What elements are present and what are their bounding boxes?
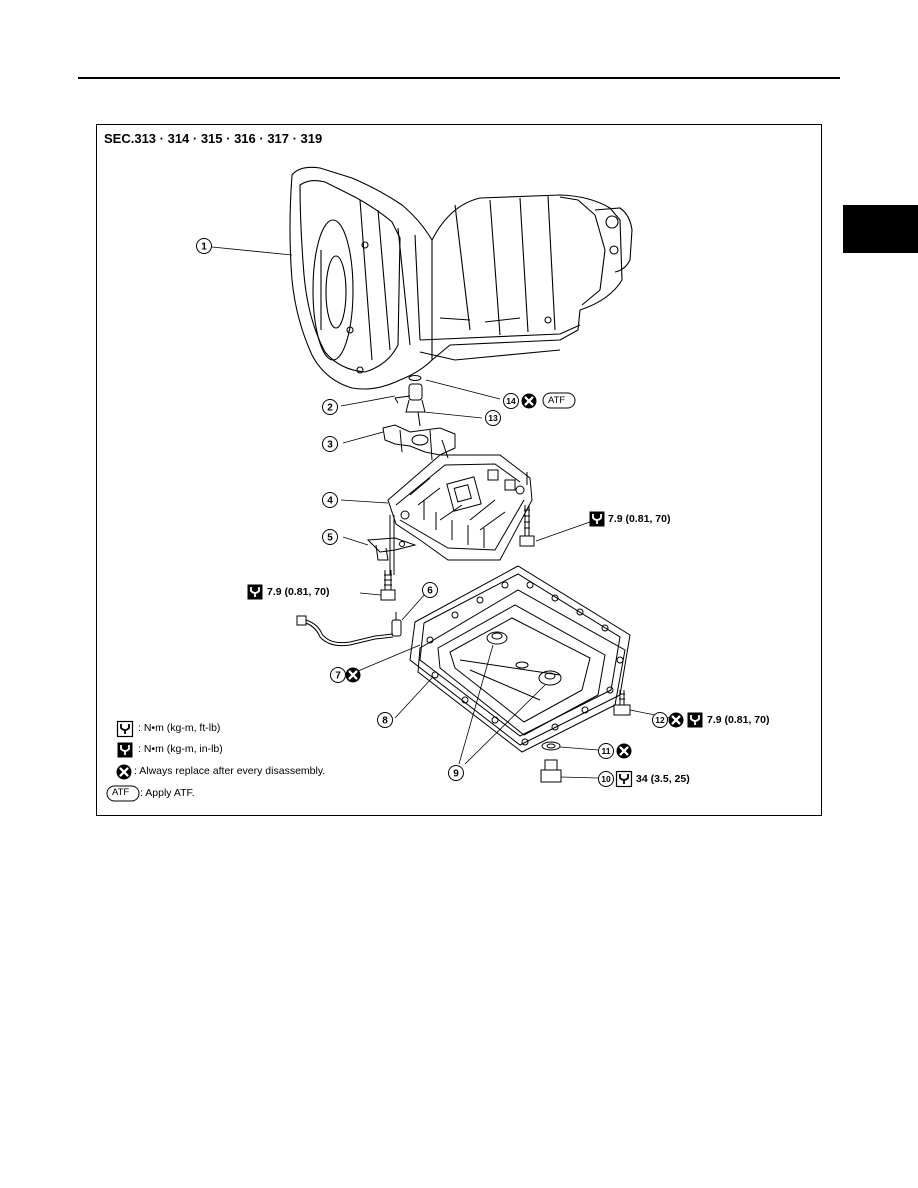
terminal-cord-assembly [394,375,426,427]
callout-circle-7 [330,667,346,683]
torque-label-10: 34 (3.5, 25) [636,773,690,785]
replace-x-icon-14 [520,392,538,410]
callout-1: 1 [201,242,207,253]
legend-atf-badge-shape [106,785,140,802]
drain-plug-gasket [541,741,561,751]
legend-in-lb: : N•m (kg-m, in-lb) [138,743,223,755]
callout-circle-2 [322,399,338,415]
callout-3: 3 [327,440,333,451]
callout-10: 10 [601,774,611,784]
callout-7: 7 [335,671,341,682]
torque-label-5: 7.9 (0.81, 70) [267,586,330,598]
torque-label-4: 7.9 (0.81, 70) [608,513,671,525]
legend-replace-icon [115,763,133,781]
oil-pan-bolt [613,690,631,716]
legend-atf: : Apply ATF. [140,787,195,799]
header-rule [78,77,840,79]
callout-circle-13 [485,410,501,426]
section-title: SEC.313 · 314 · 315 · 316 · 317 · 319 [104,131,323,146]
callout-8: 8 [382,716,388,727]
callout-4: 4 [327,496,333,507]
legend-atf-badge-text: ATF [112,787,130,798]
callout-6: 6 [427,586,433,597]
section-tab [843,205,918,253]
bracket [366,515,417,575]
atf-badge-text: ATF [548,395,566,406]
callout-circle-4 [322,492,338,508]
callout-circle-11 [598,743,614,759]
callout-11: 11 [602,746,611,756]
callout-circle-6 [422,582,438,598]
torque-label-12: 7.9 (0.81, 70) [707,714,770,726]
torque-in-lb-icon-5 [246,583,264,601]
legend-ft-lb: : N•m (kg-m, ft-lb) [138,722,221,734]
replace-x-icon-7 [344,666,362,684]
callout-circle-14 [503,393,519,409]
replace-x-icon-11 [615,742,633,760]
callout-circle-10 [598,771,614,787]
oil-pan-gasket [409,565,631,746]
legend-torque-ft-lb-icon [116,720,134,738]
oil-pan [417,581,626,753]
callout-5: 5 [327,533,333,544]
callout-circle-12 [652,712,668,728]
torque-ft-lb-icon-10 [615,770,633,788]
callout-circles [196,238,668,787]
drain-plug [540,759,562,783]
callout-9: 9 [453,769,459,780]
control-valve-assembly [387,454,533,561]
callout-13: 13 [488,413,498,423]
fluid-temperature-sensor [296,612,402,647]
transmission-case [289,166,633,390]
legend-replace: : Always replace after every disassembly… [134,765,326,777]
callout-circle-9 [448,765,464,781]
callout-14: 14 [506,396,516,406]
callout-12: 12 [655,715,665,725]
callout-circle-8 [377,712,393,728]
torque-in-lb-icon-4 [588,510,606,528]
callout-circle-5 [322,529,338,545]
legend-torque-in-lb-icon [116,741,134,759]
replace-x-icon-12 [667,711,685,729]
callout-circle-3 [322,436,338,452]
atf-badge-shape [542,392,576,409]
callout-2: 2 [327,403,333,414]
torque-in-lb-icon-12 [686,711,704,729]
control-valve-bolt-right [519,472,535,547]
bracket-bolt [380,570,396,601]
callout-numbers: 1 2 3 4 5 6 7 8 9 10 11 12 13 14 [201,242,665,785]
callout-circle-1 [196,238,212,254]
diagram-frame [96,124,822,816]
